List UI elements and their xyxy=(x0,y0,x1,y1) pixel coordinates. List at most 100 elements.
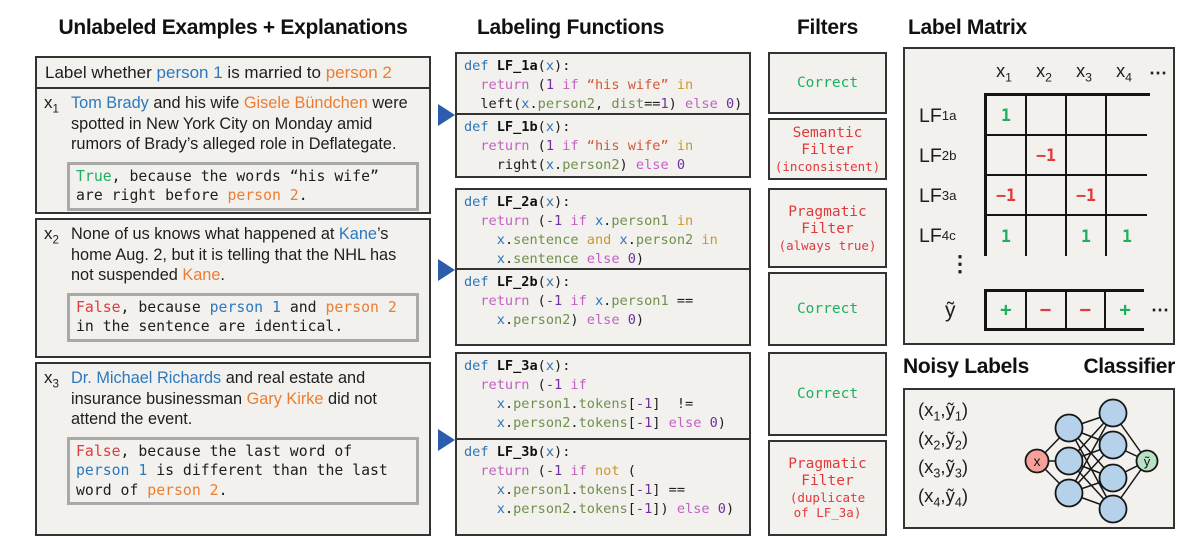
code-box-LF_2a: def LF_2a(x): return (-1 if x.person1 in… xyxy=(455,188,751,270)
matrix-cell: 1 xyxy=(1122,226,1132,246)
output-node-label: ỹ xyxy=(1144,454,1151,469)
agg-cell: − xyxy=(1027,292,1067,328)
code-box-LF_1b: def LF_1b(x): return (1 if “his wife” in… xyxy=(455,113,751,178)
filter-box-LF_3b: Pragmatic Filter (duplicate of LF_3a) xyxy=(768,440,887,536)
matrix-cell xyxy=(1107,96,1147,136)
matrix-cell xyxy=(1107,136,1147,176)
example-x3-sentence: Dr. Michael Richards and real estate and… xyxy=(71,369,377,429)
input-node-label: x xyxy=(1034,453,1041,469)
filter-note: of LF_3a) xyxy=(793,505,862,520)
pair-x4-y4: (x4,ỹ4) xyxy=(918,484,968,510)
hidden1-node-3 xyxy=(1054,478,1084,508)
noisy-labels-classifier-box: (x1,ỹ1) (x2,ỹ2) (x3,ỹ3) (x4,ỹ4) xyxy=(903,388,1175,529)
matrix-cell xyxy=(1067,136,1107,176)
matrix-col-header-x4: x4 xyxy=(1116,61,1132,85)
filter-label: Semantic Filter xyxy=(792,124,863,158)
labeling-functions-title: Labeling Functions xyxy=(477,16,665,39)
matrix-cell xyxy=(1027,176,1067,216)
filter-box-LF_2b: Correct xyxy=(768,272,887,346)
classifier-network-diagram: x ỹ xyxy=(1024,398,1159,524)
filter-label: Pragmatic Filter xyxy=(788,203,867,237)
hidden1-node-1 xyxy=(1054,413,1084,443)
arrow-example2-to-lfs-icon xyxy=(438,259,455,281)
example-box-x1: x1 Tom Brady and his wife Gisele Bündche… xyxy=(35,87,431,214)
matrix-cell: 1 xyxy=(987,216,1027,256)
arrow-example1-to-lfs-icon xyxy=(438,104,455,126)
matrix-cell: −1 xyxy=(987,176,1027,216)
pair-x1-y1: (x1,ỹ1) xyxy=(918,399,968,424)
code-box-LF_3b: def LF_3b(x): return (-1 if not ( x.pers… xyxy=(455,438,751,536)
example-x3-id: x3 xyxy=(44,368,59,391)
matrix-column-headers: x1 x2 x3 x4 xyxy=(984,61,1144,85)
matrix-cell xyxy=(987,136,1027,176)
example-x2-id: x2 xyxy=(44,224,59,247)
example-x3-explanation: False, because the last word of person 1… xyxy=(67,436,419,506)
filter-box-LF_1b: Semantic Filter (inconsistent) xyxy=(768,118,887,180)
noisy-label-pairs: (x1,ỹ1) (x2,ỹ2) (x3,ỹ3) (x4,ỹ4) xyxy=(918,396,968,510)
matrix-cell xyxy=(1027,216,1067,256)
filter-label: Correct xyxy=(796,74,859,91)
filter-note: (inconsistent) xyxy=(774,158,881,174)
example-box-x3: x3 Dr. Michael Richards and real estate … xyxy=(35,362,431,536)
agg-row-ellipsis: ⋯ xyxy=(1151,300,1169,320)
examples-panel-title: Unlabeled Examples + Explanations xyxy=(58,16,408,39)
label-matrix-title: Label Matrix xyxy=(908,16,1027,39)
filter-box-LF_1a: Correct xyxy=(768,52,887,114)
hidden1-node-2 xyxy=(1054,446,1084,476)
filter-label: Pragmatic Filter xyxy=(788,456,867,489)
matrix-cell: 1 xyxy=(987,96,1027,136)
classifier-title: Classifier xyxy=(1083,355,1175,378)
example-x1-sentence: Tom Brady and his wife Gisele Bündchen w… xyxy=(71,94,408,154)
noisy-labels-title: Noisy Labels xyxy=(903,355,1029,378)
pair-x2-y2: (x2,ỹ2) xyxy=(918,427,968,453)
matrix-cell xyxy=(1107,176,1147,216)
hidden2-node-3 xyxy=(1098,463,1128,493)
filter-note: (always true) xyxy=(778,237,877,253)
example-x1-id: x1 xyxy=(44,93,59,116)
hidden2-node-1 xyxy=(1098,398,1128,428)
filter-note: (duplicate xyxy=(789,490,866,505)
code-box-LF_1a: def LF_1a(x): return (1 if “his wife” in… xyxy=(455,52,751,115)
task-description-text: Label whether person 1 is married to per… xyxy=(45,63,392,82)
filter-label: Correct xyxy=(796,300,859,317)
hidden2-node-2 xyxy=(1098,430,1128,460)
example-x2-sentence: None of us knows what happened at Kane’s… xyxy=(71,225,397,285)
matrix-cell xyxy=(1027,96,1067,136)
matrix-col-header-x2: x2 xyxy=(1036,61,1052,85)
example-x1-explanation: True, because the words “his wife” are r… xyxy=(67,161,419,211)
task-description-box: Label whether person 1 is married to per… xyxy=(35,56,431,89)
matrix-col-header-x1: x1 xyxy=(996,61,1012,85)
example-x2-row: x2 None of us knows what happened at Kan… xyxy=(37,220,429,286)
example-x3-row: x3 Dr. Michael Richards and real estate … xyxy=(37,364,429,430)
filter-label: Correct xyxy=(796,385,859,402)
filter-box-LF_2a: Pragmatic Filter (always true) xyxy=(768,188,887,268)
matrix-cell: −1 xyxy=(1027,136,1067,176)
pair-x3-y3: (x3,ỹ3) xyxy=(918,456,968,481)
example-box-x2: x2 None of us knows what happened at Kan… xyxy=(35,218,431,358)
output-node xyxy=(1135,449,1159,473)
aggregated-labels-row: + − − + xyxy=(984,289,1144,331)
hidden2-node-4 xyxy=(1098,494,1128,524)
matrix-cell xyxy=(1067,96,1107,136)
agg-cell: − xyxy=(1067,292,1107,328)
code-box-LF_2b: def LF_2b(x): return (-1 if x.person1 ==… xyxy=(455,268,751,346)
matrix-col-header-x3: x3 xyxy=(1076,61,1092,85)
matrix-cell: 1 xyxy=(1067,216,1107,256)
filter-box-LF_3a: Correct xyxy=(768,352,887,436)
example-x1-row: x1 Tom Brady and his wife Gisele Bündche… xyxy=(37,89,429,155)
agg-cell: + xyxy=(987,292,1027,328)
matrix-agg-row-label: ỹ xyxy=(945,299,956,322)
example-x2-explanation: False, because person 1 and person 2 in … xyxy=(67,292,419,342)
label-matrix-grid: 1 −1 −1 −1 1 1 1 xyxy=(984,93,1150,256)
matrix-cell: −1 xyxy=(1067,176,1107,216)
matrix-vertical-ellipsis: ⋮ xyxy=(949,251,971,276)
network-edges xyxy=(1036,412,1148,510)
filters-title: Filters xyxy=(797,16,858,39)
arrow-example3-to-lfs-icon xyxy=(438,429,455,451)
input-node xyxy=(1024,448,1050,474)
